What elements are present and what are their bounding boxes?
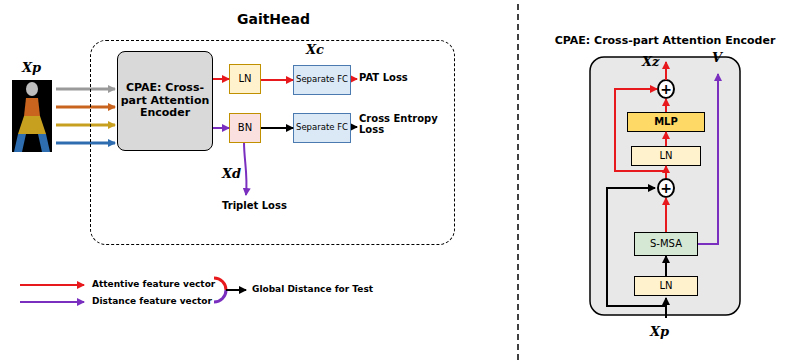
- panel-wires: [607, 62, 718, 318]
- connector-arrow: [665, 256, 667, 276]
- input-arrows: [56, 89, 115, 143]
- box-text: CPAE: Cross-part Attention Encoder: [118, 82, 212, 120]
- box-text: +: [660, 180, 672, 196]
- variable-label: Xd: [222, 166, 241, 181]
- norm-box: BN: [229, 113, 261, 143]
- legend-text: Global Distance for Test: [252, 284, 373, 294]
- box-text: LN: [659, 280, 672, 292]
- sum-circle: +: [657, 79, 675, 99]
- norm-box: LN: [631, 146, 701, 166]
- sum-circle: +: [657, 178, 675, 198]
- norm-box: LN: [634, 276, 698, 296]
- loss-label: Triplet Loss: [222, 200, 287, 211]
- box-text: MLP: [654, 116, 678, 128]
- box-text: LN: [659, 150, 672, 162]
- box-text: S-MSA: [650, 238, 682, 250]
- connector-arrow: [213, 127, 229, 129]
- fc-box: Separate FC: [293, 113, 351, 143]
- loss-label: Cross Entropy Loss: [359, 113, 439, 135]
- variable-label: Xp: [22, 60, 41, 75]
- connector-arrow: [665, 198, 667, 232]
- box-text: +: [660, 81, 672, 97]
- panel-divider: [517, 4, 519, 360]
- legend-text: Attentive feature vector: [92, 279, 215, 289]
- panel-fill: [590, 57, 740, 315]
- loss-label: PAT Loss: [359, 72, 408, 83]
- box-text: BN: [238, 122, 252, 134]
- gait-silhouettes: [12, 80, 52, 152]
- variable-label: V: [712, 50, 722, 65]
- gaithead-frame: GaitHeadCPAE: Cross-part Attention Encod…: [90, 40, 455, 245]
- variable-label: Xc: [306, 42, 324, 57]
- connector-arrow: [665, 132, 667, 146]
- variable-label: Xz: [642, 54, 659, 69]
- legend-text: Distance feature vector: [92, 296, 212, 306]
- connector-arrow: [665, 99, 667, 112]
- panel-title: CPAE: Cross-part Attention Encoder: [550, 35, 780, 48]
- connector-arrow: [261, 79, 293, 81]
- connector-arrow: [261, 127, 293, 129]
- variable-label: Xp: [650, 324, 669, 339]
- norm-box: LN: [229, 64, 261, 94]
- box-text: Separate FC: [296, 75, 348, 85]
- box-text: Separate FC: [296, 123, 348, 133]
- connector-arrow: [213, 78, 229, 80]
- panel-title: GaitHead: [51, 11, 496, 27]
- encoder-box: CPAE: Cross-part Attention Encoder: [117, 51, 213, 151]
- box-text: LN: [238, 73, 251, 85]
- fc-box: Separate FC: [293, 65, 351, 95]
- mlp-box: MLP: [627, 112, 705, 132]
- attention-box: S-MSA: [634, 232, 698, 256]
